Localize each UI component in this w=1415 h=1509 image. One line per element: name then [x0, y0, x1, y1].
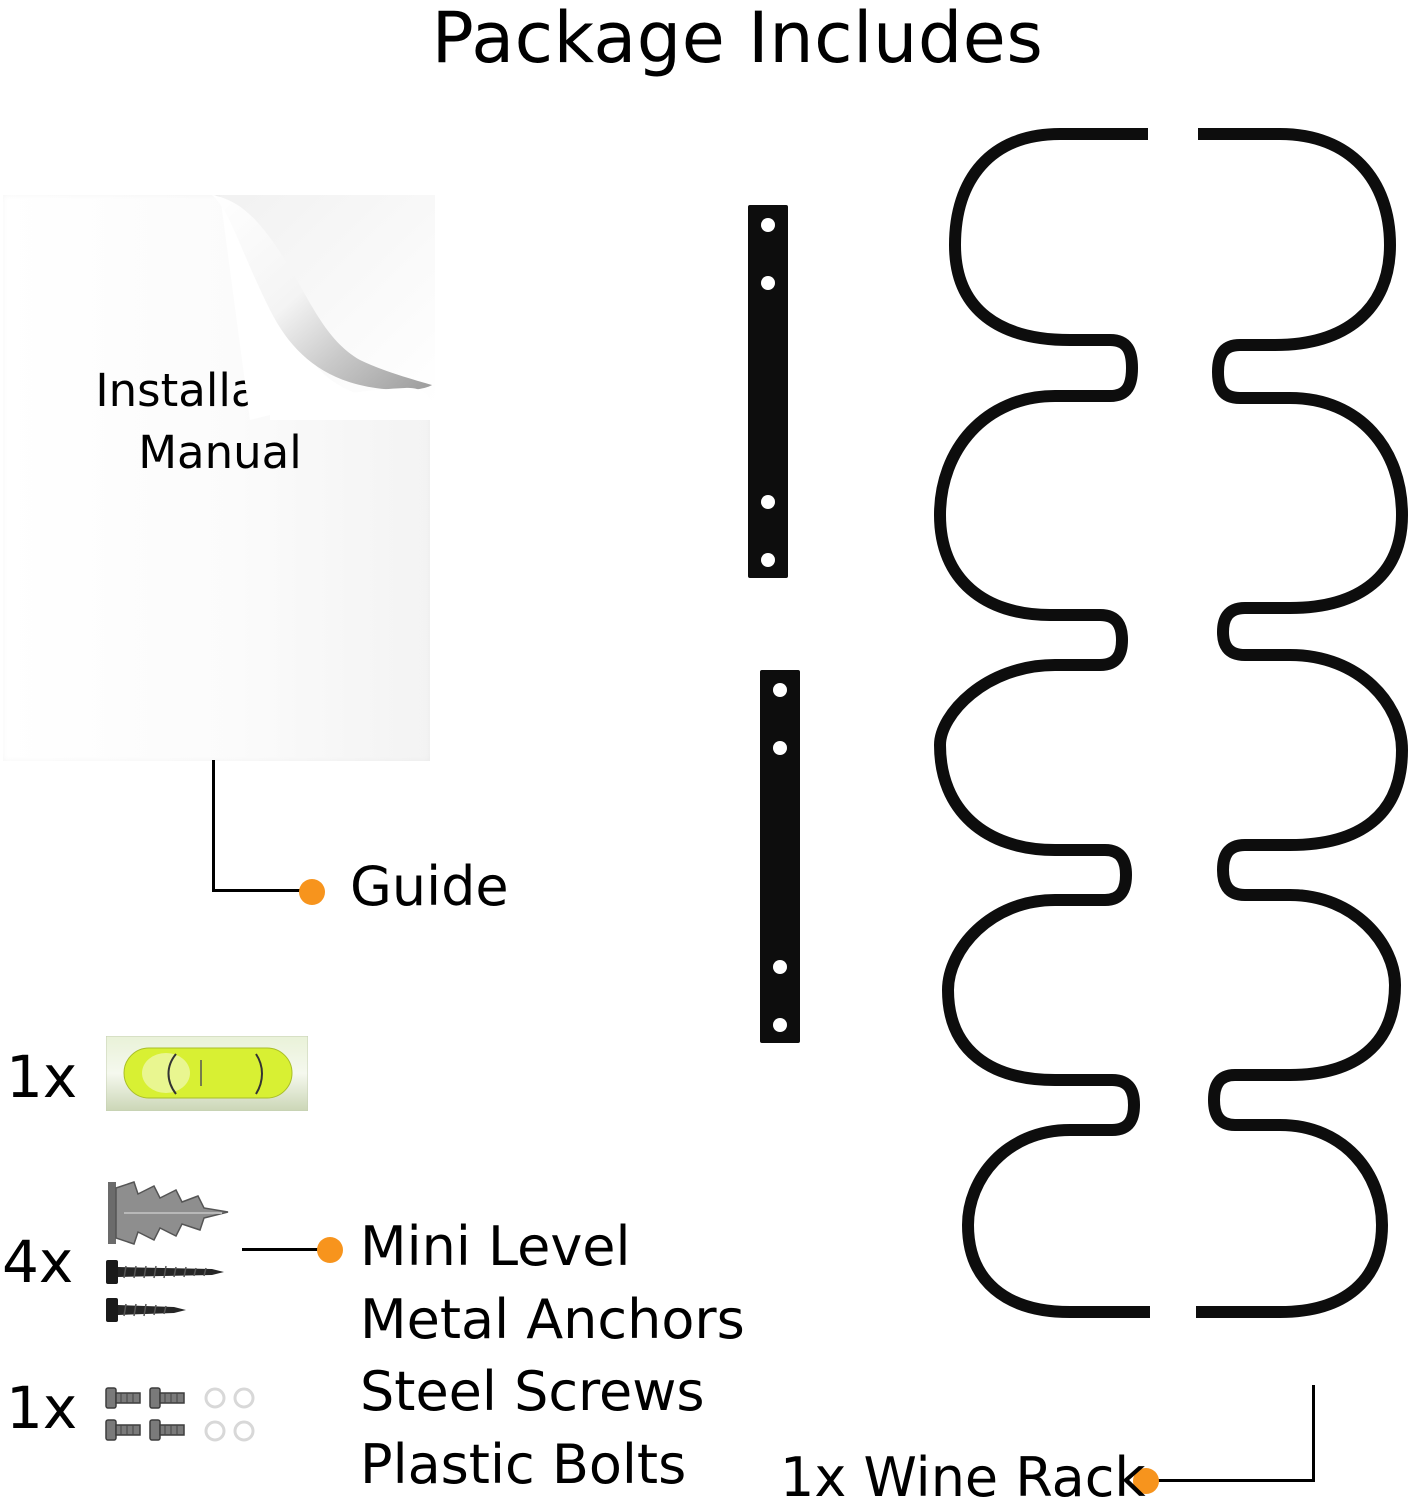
- wood-screw-icon: [106, 1260, 224, 1284]
- steel-screws-icon: [105, 1387, 255, 1442]
- mini-level-icon: [106, 1036, 308, 1111]
- rack-callout-line: [1312, 1385, 1315, 1482]
- hardware-callout-line: [242, 1248, 322, 1251]
- rack-callout-line-h: [1150, 1479, 1315, 1482]
- screws-quantity: 1x: [6, 1374, 78, 1442]
- guide-callout-line-h: [212, 889, 308, 892]
- wall-bracket-icon: [760, 670, 800, 1043]
- hardware-item-steel-screws: Steel Screws: [360, 1360, 705, 1423]
- hardware-item-mini-level: Mini Level: [360, 1215, 631, 1278]
- wine-rack-label: 1x Wine Rack: [780, 1446, 1146, 1509]
- level-quantity: 1x: [6, 1043, 78, 1111]
- guide-callout-dot: [299, 879, 325, 905]
- page-title: Package Includes: [431, 0, 1044, 79]
- wine-rack-frame-icon: [934, 128, 1408, 1318]
- plastic-washer-icon: [204, 1387, 255, 1442]
- wall-anchor-icon: [108, 1181, 229, 1245]
- manual-title-line2: Manual: [138, 426, 302, 479]
- hardware-item-plastic-bolts: Plastic Bolts: [360, 1433, 687, 1496]
- page-curl-icon: [212, 195, 435, 420]
- anchors-quantity: 4x: [2, 1228, 74, 1296]
- hardware-item-metal-anchors: Metal Anchors: [360, 1288, 745, 1351]
- guide-callout-line: [212, 760, 215, 892]
- hardware-callout-dot: [317, 1237, 343, 1263]
- rack-callout-dot: [1133, 1468, 1159, 1494]
- guide-label: Guide: [350, 855, 509, 918]
- wood-screw-icon: [106, 1298, 186, 1322]
- wall-bracket-icon: [748, 205, 788, 578]
